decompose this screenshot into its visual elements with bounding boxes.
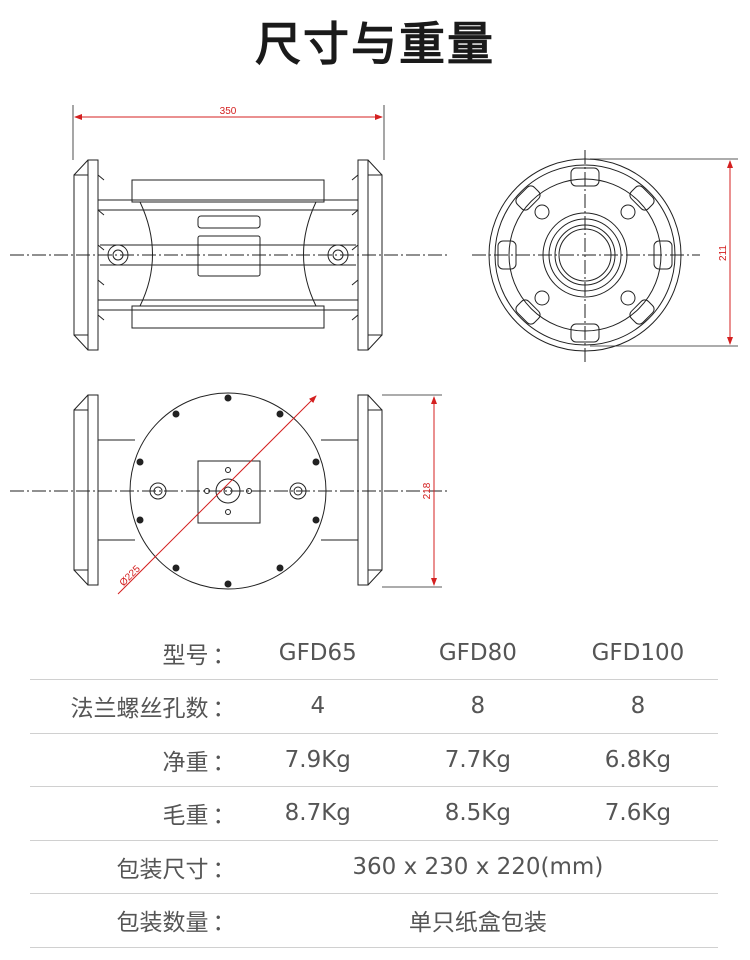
spec-value: 360 x 230 x 220(mm) — [352, 853, 604, 880]
spec-colon: ： — [212, 643, 236, 669]
spec-label: 法兰螺丝孔数 — [70, 696, 209, 723]
spec-value: 8.7Kg — [284, 800, 351, 827]
spec-value: 4 — [310, 693, 326, 720]
side-view — [10, 159, 448, 351]
top-height-dimension: 218 — [382, 394, 442, 588]
width-dim-label: 350 — [220, 106, 237, 117]
spec-row-package-size: 包装尺寸 ： 360 x 230 x 220(mm) — [30, 841, 718, 894]
technical-drawing: 350 211 — [10, 105, 738, 595]
end-height-dimension: 211 — [590, 158, 738, 347]
spec-row-flange-holes: 法兰螺丝孔数 ： 4 8 8 — [30, 680, 718, 734]
spec-colon: ： — [212, 696, 236, 723]
spec-label: 型号 — [162, 643, 209, 669]
spec-colon: ： — [212, 749, 236, 776]
top-view — [10, 392, 448, 590]
spec-value: GFD65 — [278, 640, 357, 666]
spec-value: 单只纸盒包装 — [408, 910, 547, 937]
spec-value: 8.5Kg — [444, 800, 511, 827]
spec-table: 型号 ： GFD65 GFD80 GFD100 法兰螺丝孔数 ： 4 8 8 净… — [30, 627, 718, 948]
spec-colon: ： — [212, 803, 236, 830]
spec-value: 8 — [470, 693, 486, 720]
spec-value: 7.7Kg — [444, 746, 511, 773]
spec-value: 7.6Kg — [604, 800, 672, 827]
diameter-dim-label: Ø225 — [118, 563, 143, 588]
spec-row-package-qty: 包装数量 ： 单只纸盒包装 — [30, 894, 718, 948]
spec-label: 毛重 — [162, 803, 209, 830]
spec-row-net-weight: 净重 ： 7.9Kg 7.7Kg 6.8Kg — [30, 734, 718, 787]
spec-label: 包装数量 — [116, 910, 209, 937]
page-title: 尺寸与重量 — [255, 17, 495, 71]
spec-colon: ： — [212, 856, 236, 883]
spec-label: 净重 — [162, 749, 209, 776]
spec-value: 7.9Kg — [284, 746, 351, 773]
spec-colon: ： — [212, 910, 236, 937]
spec-row-model: 型号 ： GFD65 GFD80 GFD100 — [30, 627, 718, 680]
width-dimension: 350 — [72, 105, 385, 160]
spec-row-gross-weight: 毛重 ： 8.7Kg 8.5Kg 7.6Kg — [30, 787, 718, 841]
spec-label: 包装尺寸 — [116, 856, 209, 883]
side-dim-label: 211 — [718, 245, 729, 261]
diameter-dimension: Ø225 — [117, 395, 317, 595]
spec-value: 6.8Kg — [604, 746, 672, 773]
top-dim-label: 218 — [422, 482, 433, 499]
spec-value: 8 — [630, 693, 646, 720]
end-view — [472, 150, 700, 365]
spec-value: GFD100 — [591, 640, 685, 666]
spec-value: GFD80 — [438, 640, 517, 666]
